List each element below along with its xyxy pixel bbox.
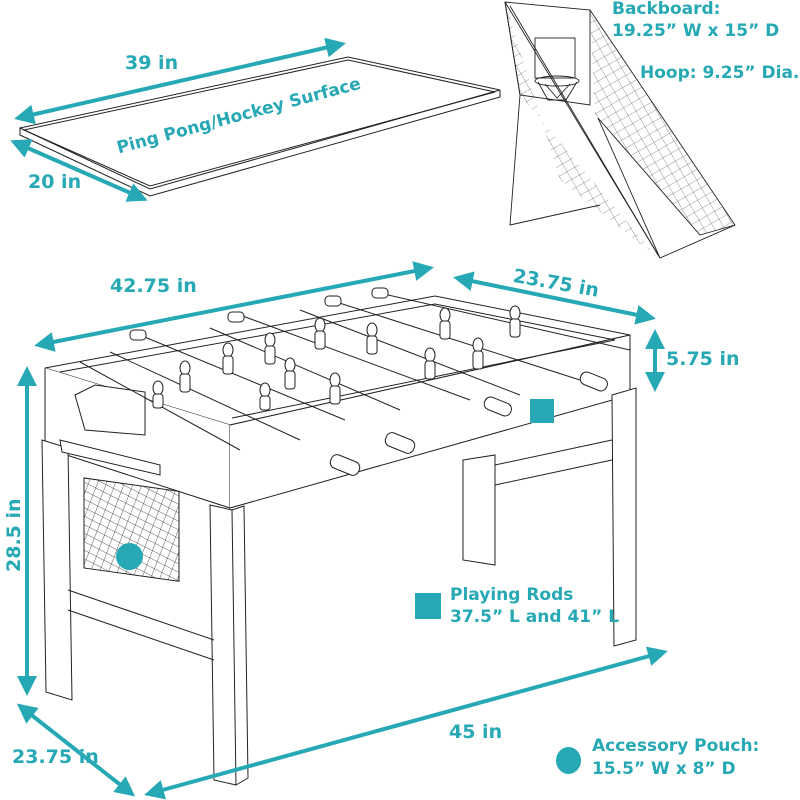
pouch-legend-size: 15.5” W x 8” D <box>592 759 736 779</box>
pouch-legend-circle <box>556 747 581 774</box>
board-width-label: 20 in <box>28 171 82 193</box>
rods-legend-square <box>415 593 441 619</box>
table-top-length-label: 42.75 in <box>110 275 197 297</box>
dimension-arrow-23-75in-base <box>16 703 136 797</box>
base-width-label: 23.75 in <box>12 746 99 768</box>
dimension-arrow-23-75in-top <box>453 271 656 325</box>
rods-marker-square <box>530 399 554 423</box>
board-length-label: 39 in <box>125 52 179 74</box>
box-height-label: 5.75 in <box>666 348 740 370</box>
dimension-arrow-45in <box>144 646 668 800</box>
dimension-arrow-20in <box>10 139 148 202</box>
dimension-arrow-39in <box>14 37 346 125</box>
backboard-title: Backboard: <box>612 0 721 19</box>
dimension-arrow-42-75in <box>34 261 434 352</box>
pouch-legend-title: Accessory Pouch: <box>592 736 760 756</box>
rods-legend-title: Playing Rods <box>450 585 574 605</box>
pouch-marker-circle <box>116 543 143 570</box>
hoop-size: Hoop: 9.25” Dia. <box>640 63 800 83</box>
foosball-table-drawing <box>41 287 637 786</box>
backboard-size: 19.25” W x 15” D <box>612 21 780 41</box>
rods-legend-size: 37.5” L and 41” L <box>450 607 620 627</box>
table-height-label: 28.5 in <box>3 498 25 572</box>
base-length-label: 45 in <box>449 721 503 743</box>
basketball-hoop-drawing <box>504 1 736 259</box>
